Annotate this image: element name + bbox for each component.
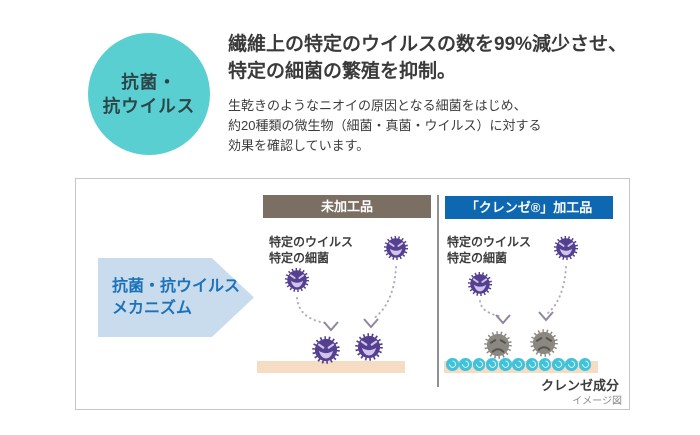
arrow-label-line2: メカニズム: [112, 299, 193, 317]
headline-line1: 繊維上の特定のウイルスの数を99%減少させ、: [228, 34, 628, 55]
virus-icon: [467, 271, 493, 297]
description-line3: 効果を確認しています。: [228, 138, 370, 153]
mechanism-arrow-label: 抗菌・抗ウイルス メカニズム: [98, 276, 240, 320]
image-note: イメージ図: [572, 396, 622, 407]
treated-panel-header: 「クレンゼ®」加工品: [445, 196, 613, 219]
krenze-component-icon: [578, 358, 591, 371]
headline: 繊維上の特定のウイルスの数を99%減少させ、 特定の細菌の繁殖を抑制。: [228, 31, 627, 85]
badge-text-line1: 抗菌・: [121, 72, 177, 92]
virus-icon: [553, 235, 579, 261]
krenze-component-icon: [459, 358, 472, 371]
inactivated-virus-icon: [484, 331, 512, 359]
component-label: クレンゼ成分: [540, 378, 619, 393]
krenze-component-icon: [512, 358, 525, 371]
virus-icon: [284, 267, 310, 293]
panel-divider: [437, 195, 439, 387]
untreated-target-line1: 特定のウイルス: [269, 235, 354, 249]
virus-icon: [355, 333, 383, 361]
treated-target-line2: 特定の細菌: [447, 251, 508, 265]
description-line1: 生乾きのようなニオイの原因となる細菌をはじめ、: [228, 98, 527, 113]
virus-icon: [312, 336, 340, 364]
krenze-component-icon: [485, 358, 499, 371]
krenze-component-icon: [446, 358, 459, 371]
description-line2: 約20種類の微生物（細菌・真菌・ウイルス）に対する: [228, 118, 542, 133]
fabric-bar-untreated: [257, 361, 405, 373]
headline-line2: 特定の細菌の繁殖を抑制。: [228, 61, 457, 82]
krenze-component-row: [446, 358, 591, 371]
virus-icon: [383, 235, 409, 261]
krenze-component-icon: [552, 358, 565, 371]
description: 生乾きのようなニオイの原因となる細菌をはじめ、 約20種類の微生物（細菌・真菌・…: [228, 96, 541, 156]
krenze-component-icon: [472, 358, 485, 371]
inactivated-virus-icon: [530, 329, 558, 357]
krenze-component-icon: [565, 358, 578, 371]
treated-target-line1: 特定のウイルス: [447, 235, 532, 249]
krenze-component-icon: [538, 358, 552, 371]
badge-text-line2: 抗ウイルス: [102, 96, 196, 116]
arrow-label-line1: 抗菌・抗ウイルス: [112, 277, 241, 295]
untreated-target-label: 特定のウイルス 特定の細菌: [269, 234, 353, 266]
krenze-component-icon: [525, 358, 538, 371]
krenze-component-icon: [499, 358, 512, 371]
untreated-panel-header: 未加工品: [263, 195, 431, 218]
flow-arrows: [296, 266, 567, 332]
treated-target-label: 特定のウイルス 特定の細菌: [447, 234, 531, 266]
category-badge: 抗菌・ 抗ウイルス: [88, 33, 210, 155]
mechanism-diagram: 抗菌・抗ウイルス メカニズム 未加工品 「クレンゼ®」加工品 特定のウイルス 特…: [75, 178, 630, 410]
untreated-target-line2: 特定の細菌: [269, 251, 330, 265]
